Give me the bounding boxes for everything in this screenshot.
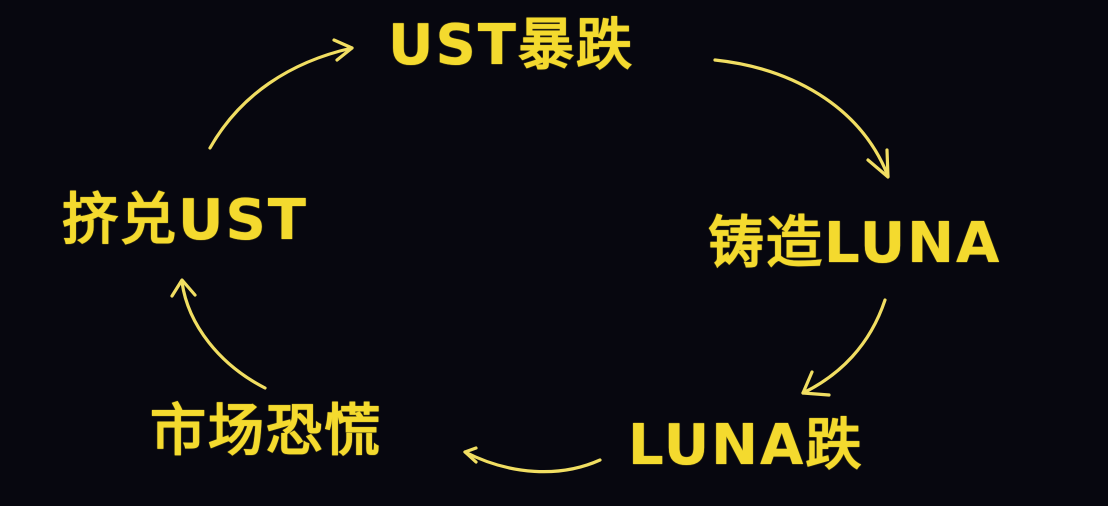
node-mint-luna: 铸造LUNA [708,211,1002,276]
node-luna-drop: LUNA跌 [628,413,864,478]
arrow-top-to-right [713,58,890,179]
node-market-panic: 市场恐慌 [150,399,382,464]
arrow-middle-to-left [170,278,267,390]
arrow-bottom-to-middle [463,446,602,474]
node-ust-crash: UST暴跌 [388,13,635,78]
arrow-left-to-top [208,38,354,150]
node-ust-run: 挤兑UST [62,188,309,253]
arrow-right-to-bottom [801,298,887,397]
